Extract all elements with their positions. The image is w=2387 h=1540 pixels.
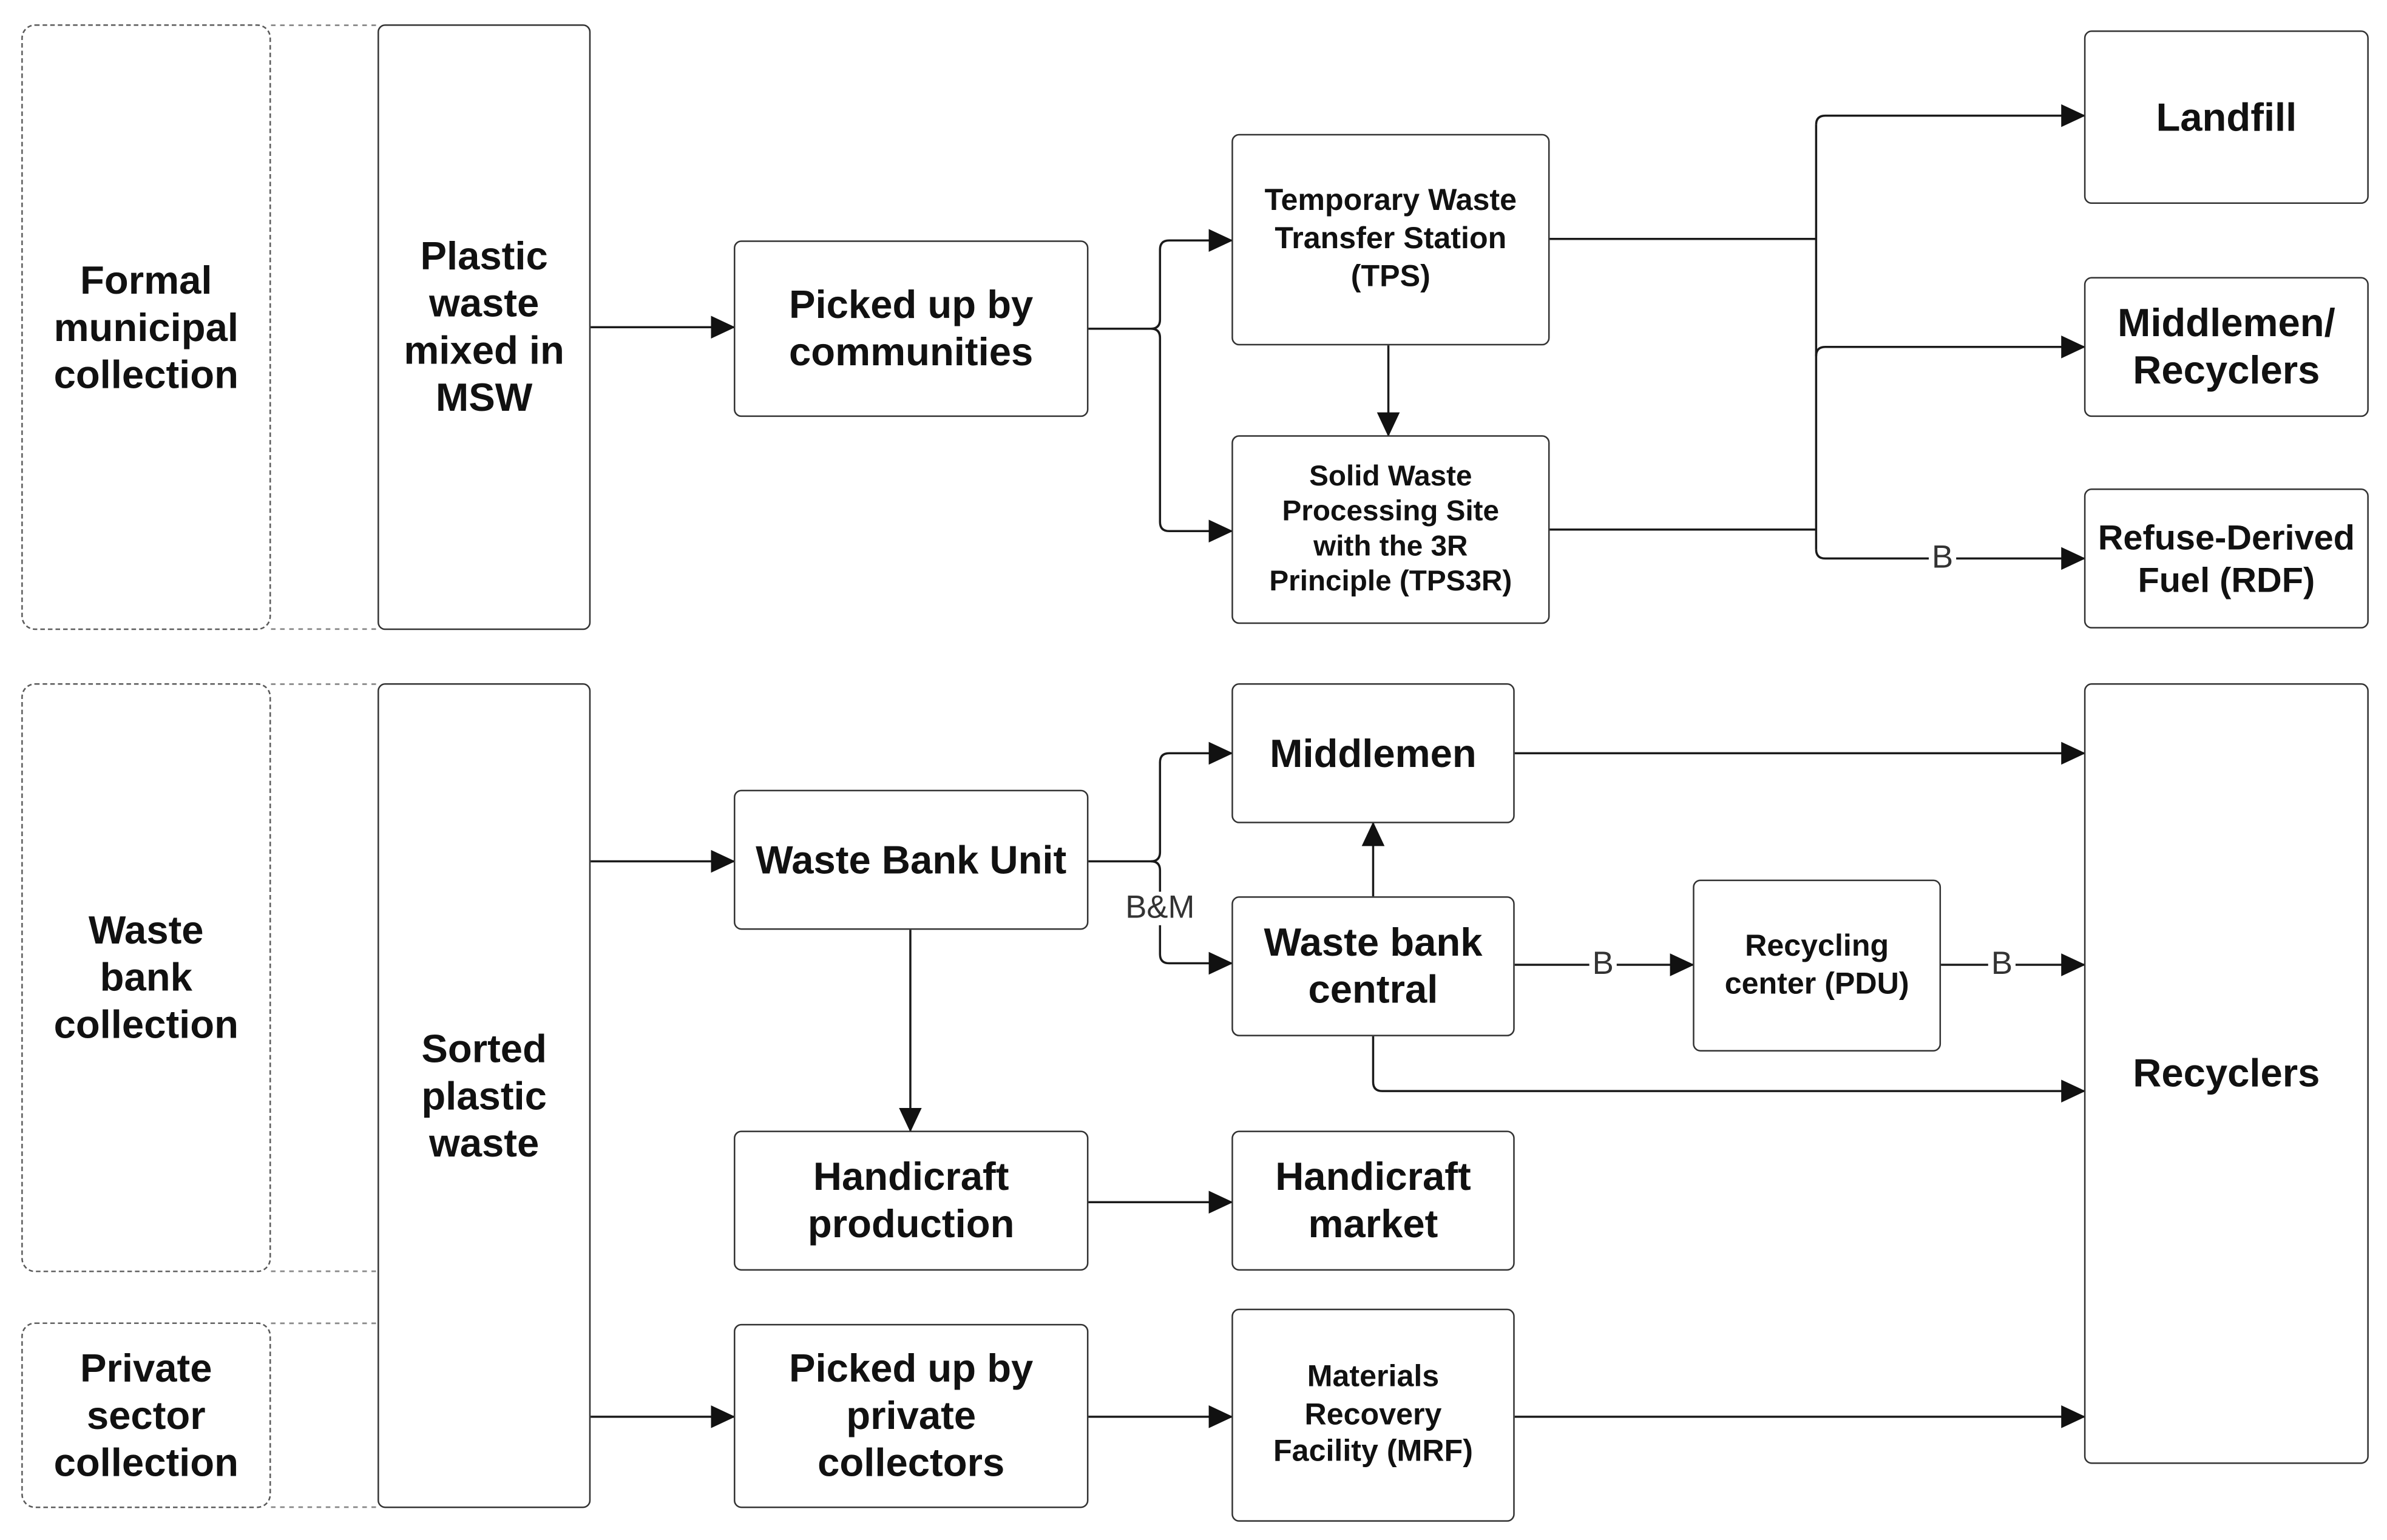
picked-up-by-communities-box: Picked up by communities [733, 240, 1089, 417]
arrow-to-middlemen-recyclers [1815, 335, 2086, 359]
private-sector-collection-label: Private sector collection [53, 1344, 239, 1485]
middlemen-box: Middlemen [1231, 683, 1515, 823]
flow-arrows [591, 104, 2086, 1428]
landfill-box: Landfill [2084, 30, 2369, 204]
landfill-label: Landfill [2156, 93, 2297, 140]
edge-label-tps3r-to-rdf: B [1928, 541, 1957, 575]
handicraft-production-label: Handicraft production [807, 1153, 1015, 1246]
arrow-communities-to-tps [1088, 229, 1233, 330]
edge-label-central-to-recycling-center: B [1589, 947, 1617, 982]
middlemen-recyclers-label: Middlemen/ Recyclers [2117, 300, 2335, 393]
formal-municipal-collection-box: Formal municipal collection [21, 24, 271, 630]
tps-label: Temporary Waste Transfer Station (TPS) [1264, 184, 1517, 294]
waste-bank-collection-box: Waste bank collection [21, 683, 271, 1272]
plastic-waste-mixed-msw-box: Plastic waste mixed in MSW [378, 24, 591, 630]
mrf-box: Materials Recovery Facility (MRF) [1231, 1308, 1515, 1522]
arrow-unit-to-waste-bank-central [1151, 860, 1233, 975]
arrow-to-rdf [1815, 547, 2086, 570]
picked-up-by-private-collectors-box: Picked up by private collectors [733, 1323, 1089, 1508]
private-sector-collection-box: Private sector collection [21, 1322, 271, 1508]
arrow-communities-to-tps3r [1088, 327, 1233, 543]
picked-up-by-private-collectors-label: Picked up by private collectors [789, 1345, 1034, 1485]
waste-bank-central-label: Waste bank central [1264, 919, 1483, 1012]
middlemen-label: Middlemen [1270, 729, 1477, 775]
recyclers-label: Recyclers [2133, 1050, 2320, 1096]
tps3r-label: Solid Waste Processing Site with the 3R … [1269, 461, 1512, 598]
picked-up-by-communities-label: Picked up by communities [789, 281, 1034, 374]
handicraft-market-label: Handicraft market [1275, 1153, 1471, 1246]
recycling-center-box: Recycling center (PDU) [1693, 879, 1942, 1052]
rdf-box: Refuse-Derived Fuel (RDF) [2084, 488, 2369, 629]
recycling-center-label: Recycling center (PDU) [1724, 929, 1909, 1001]
waste-bank-unit-box: Waste Bank Unit [733, 789, 1089, 930]
sorted-plastic-waste-label: Sorted plastic waste [421, 1025, 547, 1165]
handicraft-market-box: Handicraft market [1231, 1130, 1515, 1271]
recyclers-box: Recyclers [2084, 683, 2369, 1464]
arrow-to-landfill [1815, 104, 2086, 127]
dotted-channel-links [271, 24, 378, 1508]
rdf-label: Refuse-Derived Fuel (RDF) [2098, 517, 2355, 600]
waste-bank-central-box: Waste bank central [1231, 896, 1515, 1036]
tps-box: Temporary Waste Transfer Station (TPS) [1231, 133, 1550, 346]
plastic-waste-mixed-msw-label: Plastic waste mixed in MSW [404, 232, 564, 420]
arrow-central-to-recyclers [1372, 1036, 2086, 1103]
handicraft-production-box: Handicraft production [733, 1130, 1089, 1271]
waste-bank-collection-label: Waste bank collection [53, 907, 239, 1047]
formal-municipal-collection-label: Formal municipal collection [53, 256, 239, 397]
tps3r-box: Solid Waste Processing Site with the 3R … [1231, 435, 1550, 624]
edge-label-recycling-center-to-recyclers: B [1988, 947, 2016, 982]
waste-bank-unit-label: Waste Bank Unit [756, 836, 1067, 882]
arrow-unit-to-middlemen [1088, 741, 1233, 863]
edge-label-unit-to-central: B&M [1122, 891, 1198, 925]
mrf-label: Materials Recovery Facility (MRF) [1273, 1360, 1473, 1469]
sorted-plastic-waste-box: Sorted plastic waste [378, 683, 591, 1508]
middlemen-recyclers-box: Middlemen/ Recyclers [2084, 277, 2369, 417]
